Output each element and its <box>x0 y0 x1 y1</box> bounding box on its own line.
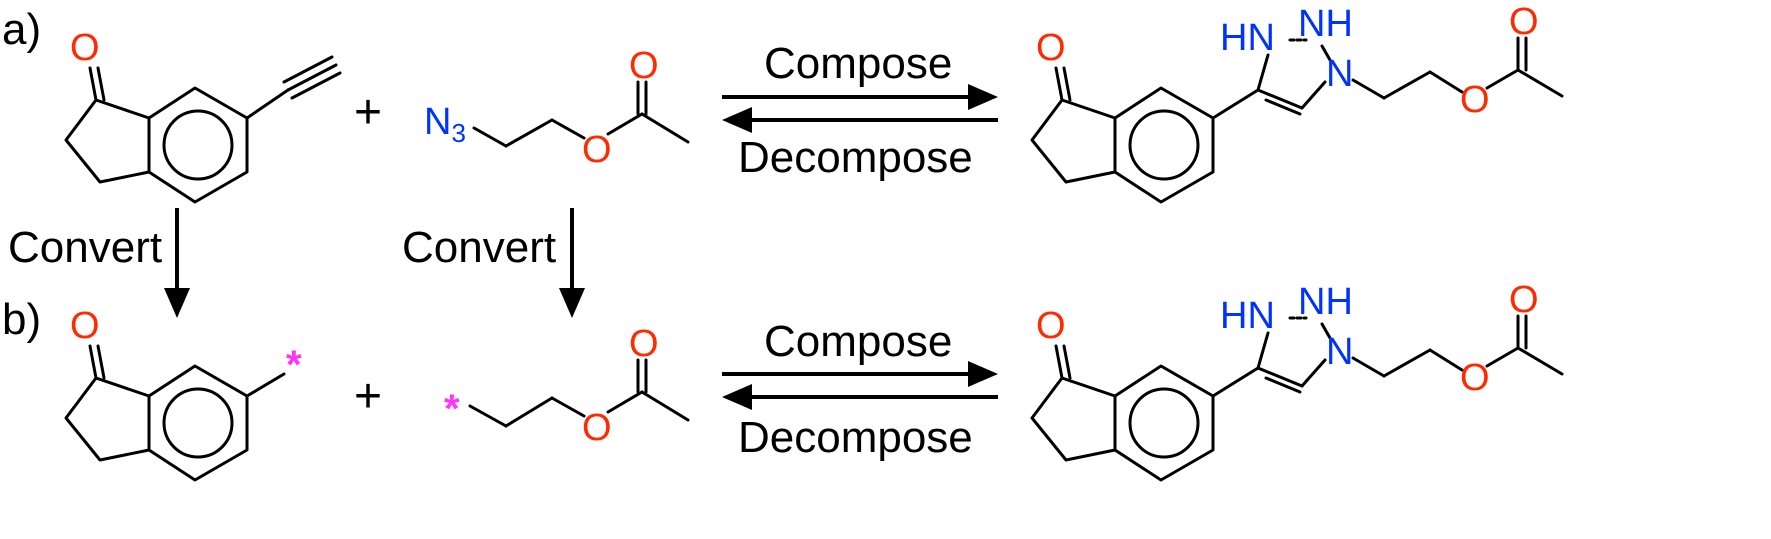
ester-oxygen-label: O <box>1460 357 1490 399</box>
panel-label-a: a) <box>2 5 41 54</box>
carbonyl-oxygen-label: O <box>1509 1 1539 43</box>
decompose-label-a: Decompose <box>738 133 973 182</box>
hn-label: HN <box>1220 17 1275 59</box>
carbonyl-oxygen-label: O <box>629 323 659 365</box>
reactant-azide-ester: N3 O O <box>424 45 690 171</box>
n-label: N <box>1326 331 1353 373</box>
convert-arrow-left: Convert <box>8 208 190 318</box>
plus-sign-b: + <box>354 370 382 423</box>
fragment-ester-wildcard: * O O <box>444 323 690 449</box>
ester-oxygen-label: O <box>582 129 612 171</box>
equilibrium-arrows-a: Compose Decompose <box>722 39 998 182</box>
fragment-indanone-wildcard: O * <box>64 305 302 482</box>
oxygen-label: O <box>1036 27 1066 69</box>
plus-sign: + <box>354 86 382 139</box>
hn-label: HN <box>1220 295 1275 337</box>
product-triazole-b: O HN NH N O O <box>1030 279 1564 482</box>
convert-label-left: Convert <box>8 223 162 272</box>
compose-label-a: Compose <box>764 39 952 88</box>
ester-oxygen-label: O <box>582 407 612 449</box>
nh-label: NH <box>1298 3 1353 45</box>
convert-arrow-right: Convert <box>402 208 585 318</box>
oxygen-label: O <box>70 305 100 347</box>
panel-label-b: b) <box>2 295 41 344</box>
compose-label-b: Compose <box>764 317 952 366</box>
oxygen-label: O <box>1036 305 1066 347</box>
oxygen-label: O <box>70 27 100 69</box>
nh-label: NH <box>1298 281 1353 323</box>
n-label: N <box>1326 53 1353 95</box>
azide-label: N3 <box>424 101 466 148</box>
convert-label-right: Convert <box>402 223 556 272</box>
reactant-indanone-alkyne: O <box>64 27 342 204</box>
product-triazole-a: O HN NH N O O <box>1030 1 1564 204</box>
ester-oxygen-label: O <box>1460 79 1490 121</box>
wildcard-star: * <box>444 387 460 431</box>
carbonyl-oxygen-label: O <box>629 45 659 87</box>
wildcard-star: * <box>286 343 302 387</box>
decompose-label-b: Decompose <box>738 413 973 462</box>
carbonyl-oxygen-label: O <box>1509 279 1539 321</box>
equilibrium-arrows-b: Compose Decompose <box>722 317 998 462</box>
